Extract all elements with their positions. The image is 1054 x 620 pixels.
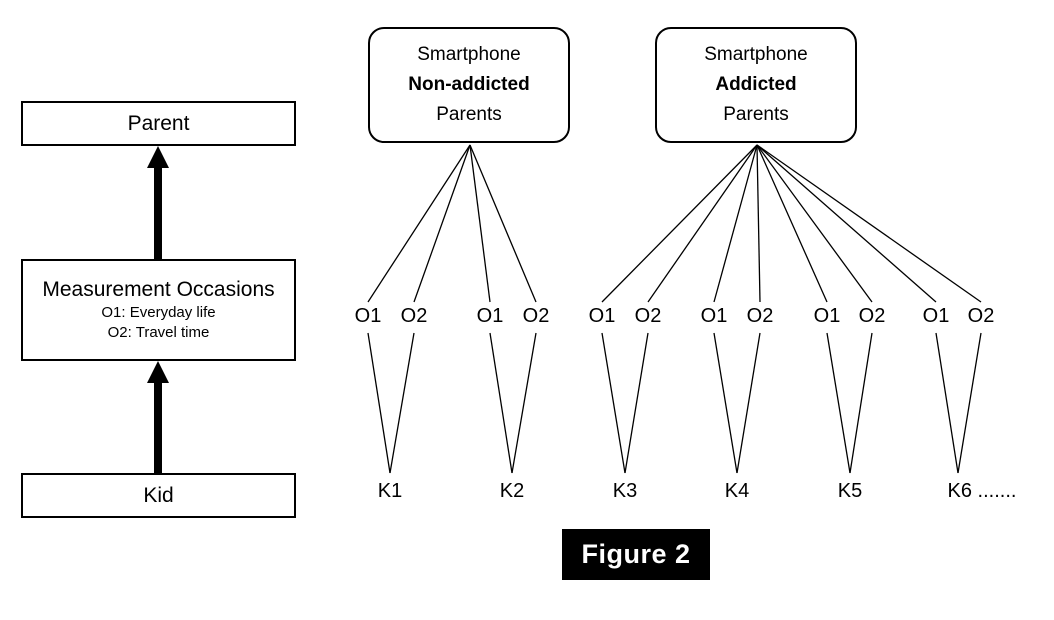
addicted-line1: Smartphone [704,44,808,65]
occasion-node-4: O2 [522,305,550,327]
kid-node-k2: K2 [499,480,525,502]
edge-o1f-k6 [935,332,959,474]
edge-o2b-k2 [511,332,537,474]
occasion-node-10: O2 [858,305,886,327]
edge-o1c-k3 [601,332,626,474]
occasion-node-3: O1 [476,305,504,327]
arrow-kid-to-measurement [147,361,169,473]
edge-addicted-o1c [756,144,828,303]
occasion-node-2: O2 [400,305,428,327]
non-addicted-parents-box: Smartphone Non-addicted Parents [368,27,570,143]
kid-level-label: Kid [143,483,174,507]
occasion-o2-description: O2: Travel time [107,324,210,341]
measurement-occasions-box: Measurement Occasions O1: Everyday life … [21,259,296,361]
addicted-line2: Addicted [715,74,797,95]
non-addicted-line1: Smartphone [417,44,521,65]
non-addicted-line2: Non-addicted [408,74,530,95]
edge-o1a-k1 [367,332,391,474]
kid-node-k1: K1 [377,480,403,502]
kid-node-k3: K3 [612,480,638,502]
addicted-parents-box: Smartphone Addicted Parents [655,27,857,143]
arrow-measurement-to-parent [147,146,169,260]
edge-addicted-o1d [756,144,937,303]
occasion-node-12: O2 [967,305,995,327]
edge-o2d-k4 [736,332,761,474]
edge-addicted-o2c [756,144,873,303]
occasion-node-1: O1 [354,305,382,327]
edge-o1b-k2 [489,332,513,474]
kid-node-k6: K6 ....... [947,480,1017,502]
edge-nonaddicted-o1a [367,144,471,303]
edge-addicted-o2d [756,144,982,303]
addicted-line3: Parents [723,104,789,125]
kid-node-k5: K5 [837,480,863,502]
edge-nonaddicted-o2b [469,144,537,303]
figure-caption: Figure 2 [562,529,710,580]
occasion-node-5: O1 [588,305,616,327]
occasion-node-11: O1 [922,305,950,327]
edge-o2e-k5 [849,332,873,474]
non-addicted-line3: Parents [436,104,502,125]
edge-addicted-o2a [647,144,758,303]
edge-addicted-o1a [601,144,758,303]
edge-o1d-k4 [713,332,738,474]
occasion-node-9: O1 [813,305,841,327]
edge-nonaddicted-o1b [469,144,491,303]
kid-node-k4: K4 [724,480,750,502]
edge-o2c-k3 [624,332,649,474]
occasion-node-8: O2 [746,305,774,327]
occasion-node-6: O2 [634,305,662,327]
parent-level-box: Parent [21,101,296,146]
parent-level-label: Parent [127,111,190,135]
kid-level-box: Kid [21,473,296,518]
edge-addicted-o1b [713,144,758,303]
edge-o2a-k1 [389,332,415,474]
measurement-occasions-label: Measurement Occasions [42,278,275,301]
edge-o1e-k5 [826,332,851,474]
edge-nonaddicted-o2a [413,144,471,303]
edge-o2f-k6 [957,332,982,474]
occasion-node-7: O1 [700,305,728,327]
edge-addicted-o2b [756,144,761,303]
occasion-o1-description: O1: Everyday life [101,304,216,321]
